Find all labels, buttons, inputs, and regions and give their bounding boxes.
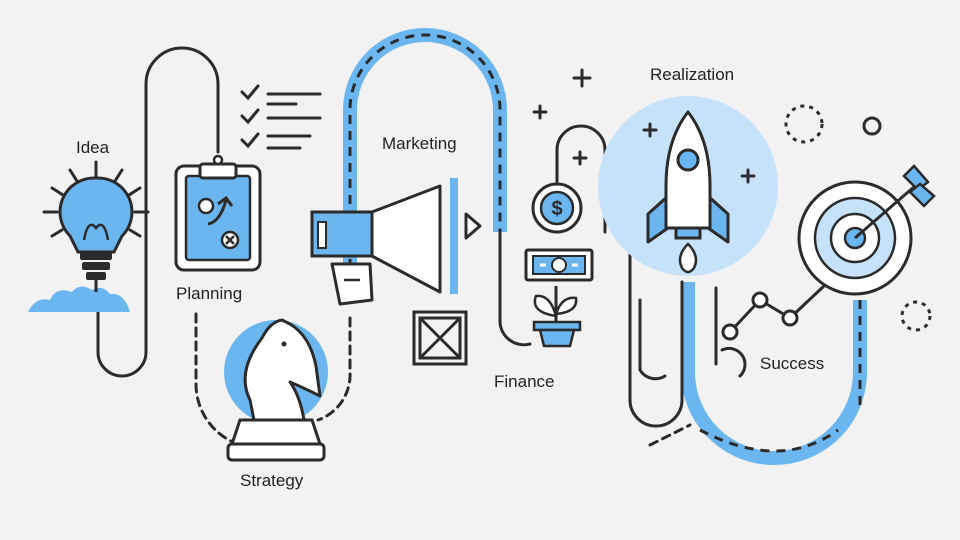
rocket-icon <box>598 96 778 276</box>
plant-pot-icon <box>532 286 582 348</box>
crossed-box-icon <box>412 310 468 366</box>
label-idea: Idea <box>76 138 110 157</box>
banknote-icon <box>524 248 594 282</box>
svg-text:$: $ <box>551 198 562 220</box>
lightbulb-icon <box>28 160 150 312</box>
label-strategy: Strategy <box>240 471 304 490</box>
growth-chart-icon <box>721 284 826 341</box>
chess-knight-icon <box>224 318 328 462</box>
label-realization: Realization <box>650 65 735 84</box>
target-icon <box>797 164 936 296</box>
plus-decoration-icon <box>532 68 756 184</box>
clipboard-icon <box>174 154 262 272</box>
success-u-path <box>681 282 867 465</box>
label-marketing: Marketing <box>382 134 457 153</box>
megaphone-icon <box>310 178 482 306</box>
marketing-arch-path <box>343 28 507 300</box>
label-success: Success <box>760 354 825 373</box>
label-planning: Planning <box>176 284 243 303</box>
circle-decoration-icon <box>784 104 932 332</box>
checklist-icon <box>240 84 322 150</box>
dollar-coin-icon: $ <box>531 182 583 234</box>
label-finance: Finance <box>494 372 555 391</box>
